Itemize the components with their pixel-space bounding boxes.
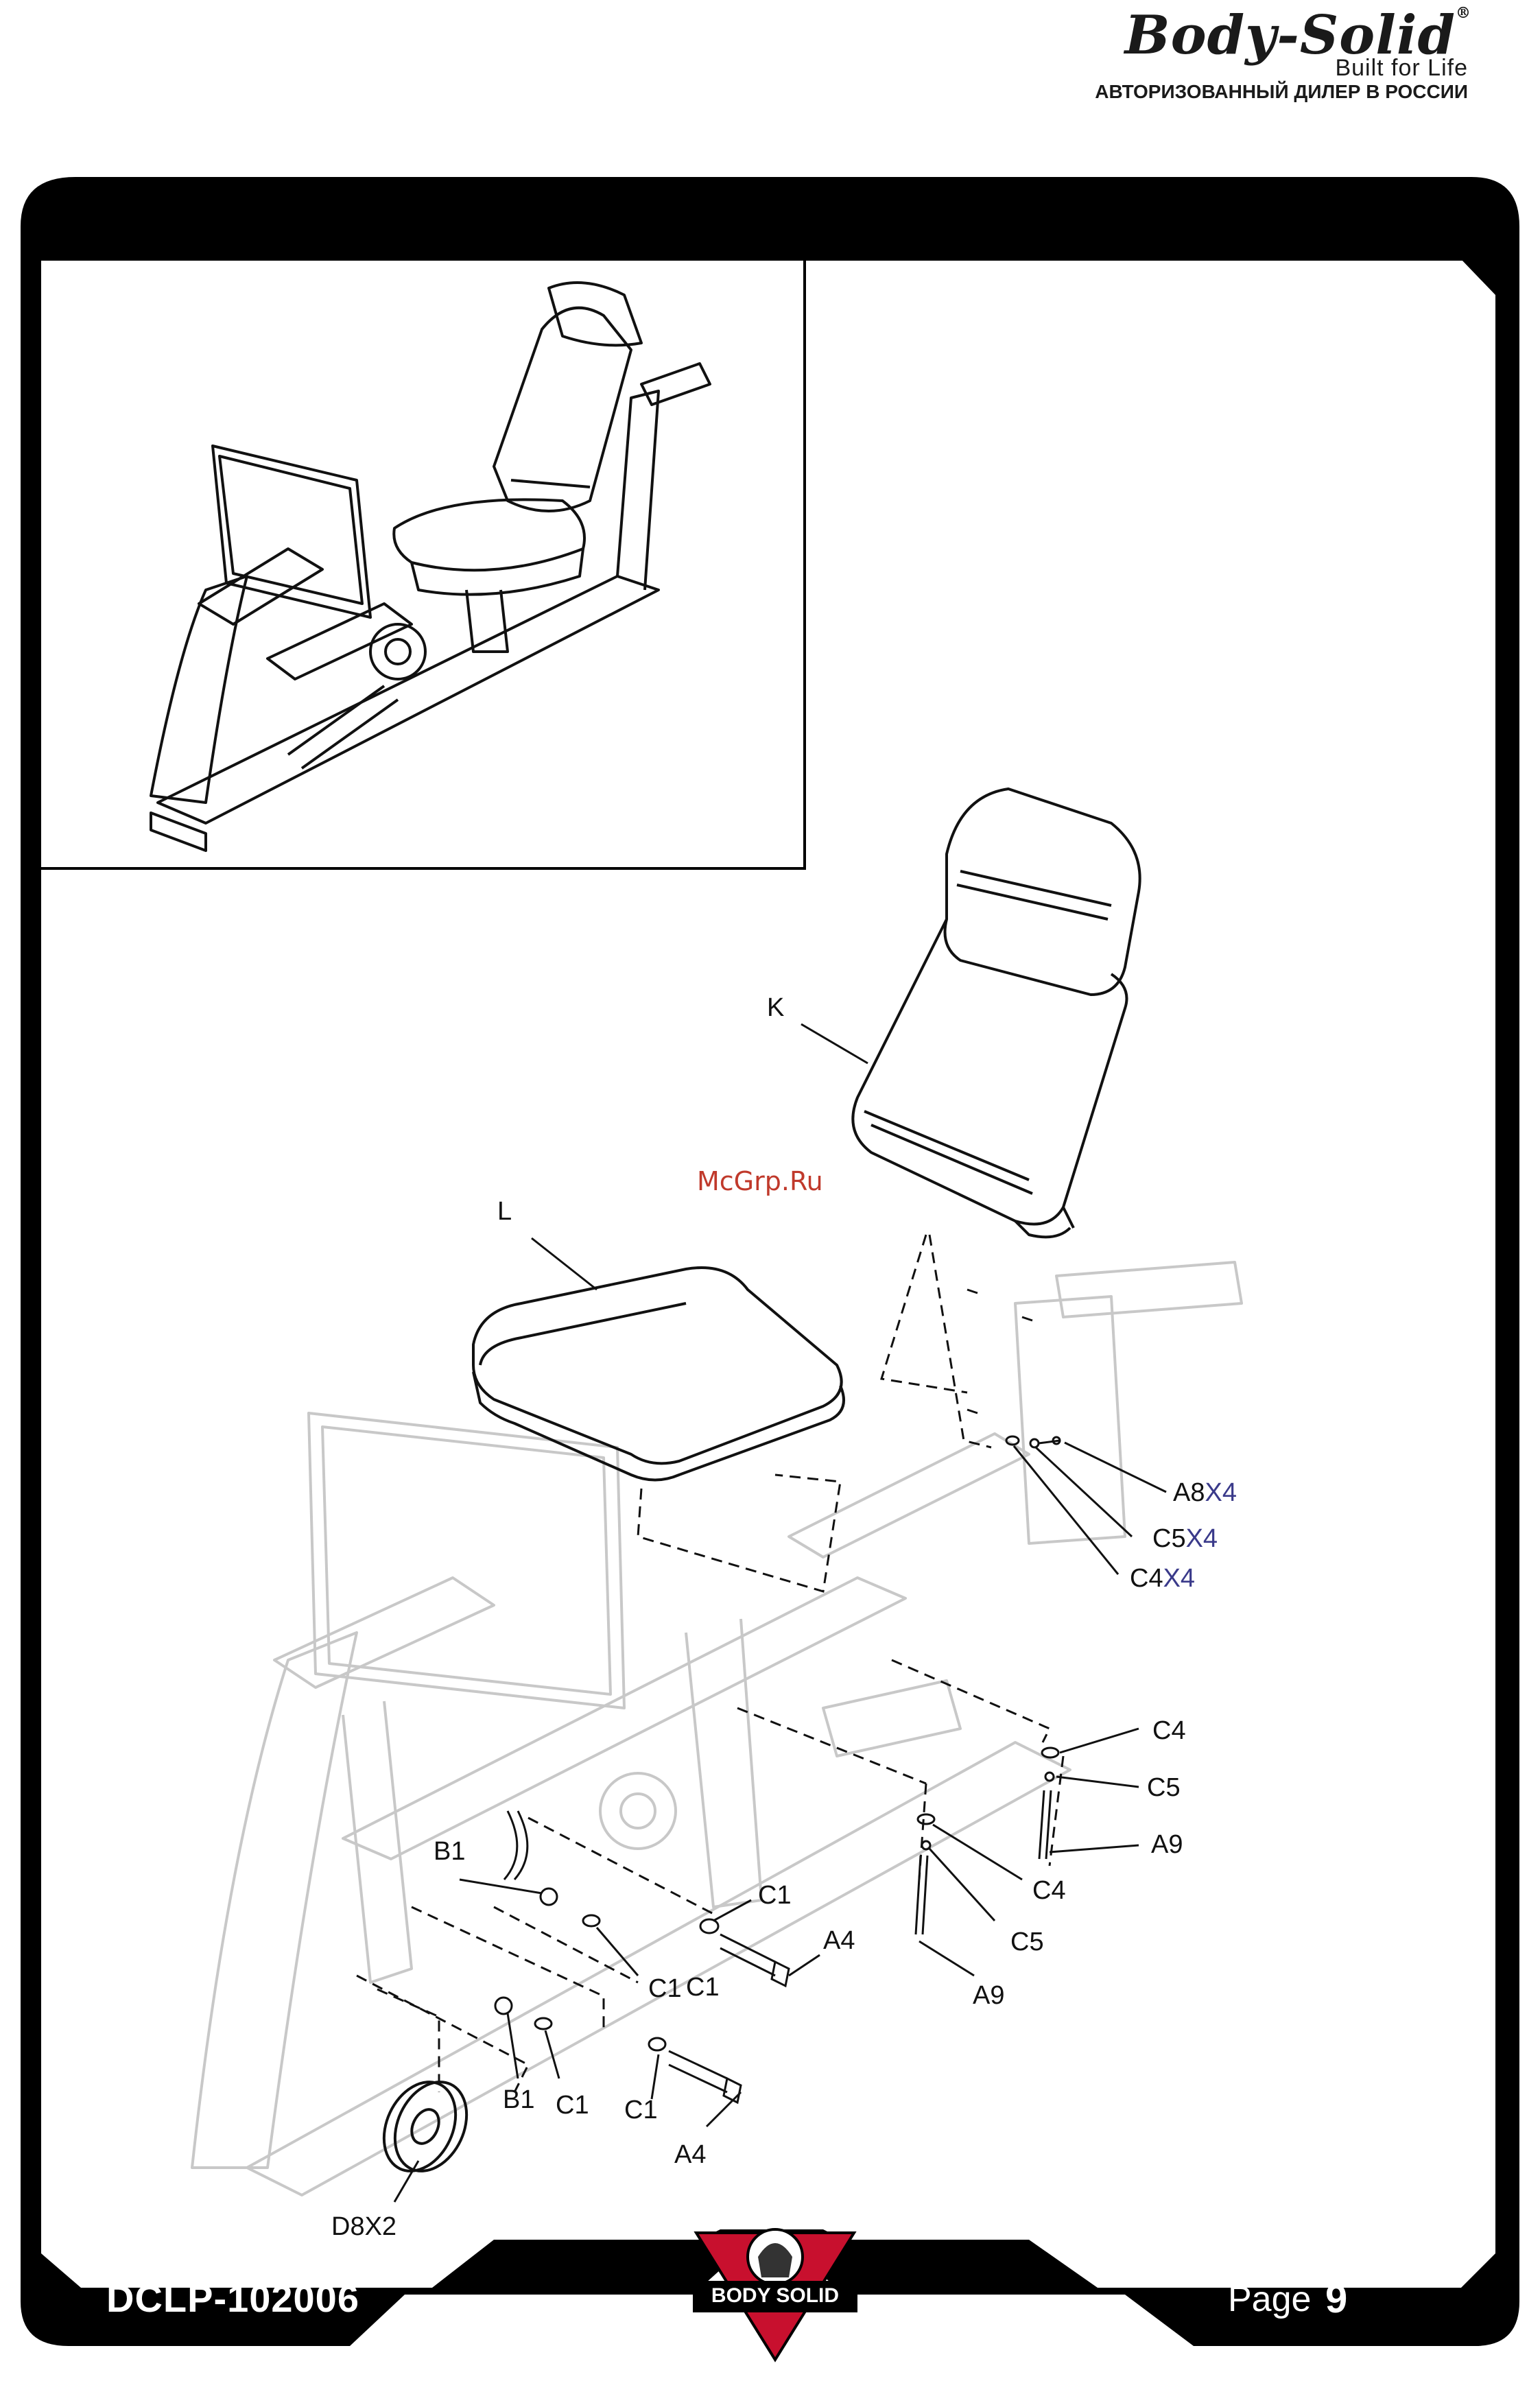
callout-c5-r2: C5: [1010, 1928, 1044, 1957]
watermark-text: McGrp.Ru: [697, 1166, 823, 1196]
callout-c5-top: C5X4: [1152, 1524, 1218, 1554]
callout-a4-upper: A4: [823, 1926, 855, 1956]
backrest-pad: [853, 789, 1139, 1237]
callout-c1-mid: C1: [648, 1974, 682, 2004]
pivot-hardware: [495, 1811, 789, 2102]
callout-b1-lower: B1: [503, 2085, 534, 2115]
page-number: 9: [1325, 2276, 1347, 2322]
faint-frame-outline: [192, 1262, 1242, 2195]
callout-k: K: [767, 993, 784, 1023]
title-band: [41, 206, 1499, 261]
callout-c4-r2: C4: [1032, 1876, 1066, 1906]
callout-l: L: [497, 1197, 512, 1227]
callout-c1-lower-b: C1: [624, 2096, 658, 2125]
backrest-hardware: [967, 1290, 1060, 1447]
callout-c1-upper-a: C1: [758, 1881, 792, 1910]
callout-b1-upper: B1: [434, 1837, 465, 1867]
assembly-guide-lines: [357, 1235, 1063, 2092]
callout-c1-lower-a: C1: [556, 2091, 589, 2120]
page-label: Page: [1228, 2279, 1311, 2320]
callout-a9-r1: A9: [1151, 1830, 1183, 1860]
footer-center-logo-text: BODY SOLID: [693, 2284, 857, 2308]
rear-hardware: [916, 1748, 1058, 1934]
document-code: DCLP-102006: [106, 2276, 359, 2321]
callout-a4-lower: A4: [674, 2140, 706, 2170]
callout-a8: A8X4: [1173, 1478, 1237, 1508]
callout-c1-upper-b: C1: [686, 1973, 720, 2002]
callout-d8: D8X2: [331, 2212, 396, 2242]
callout-c4-top: C4X4: [1130, 1564, 1195, 1594]
callout-a9-r2: A9: [973, 1981, 1004, 2011]
callout-c5-r1: C5: [1147, 1773, 1181, 1803]
callout-c4-r1: C4: [1152, 1716, 1186, 1746]
